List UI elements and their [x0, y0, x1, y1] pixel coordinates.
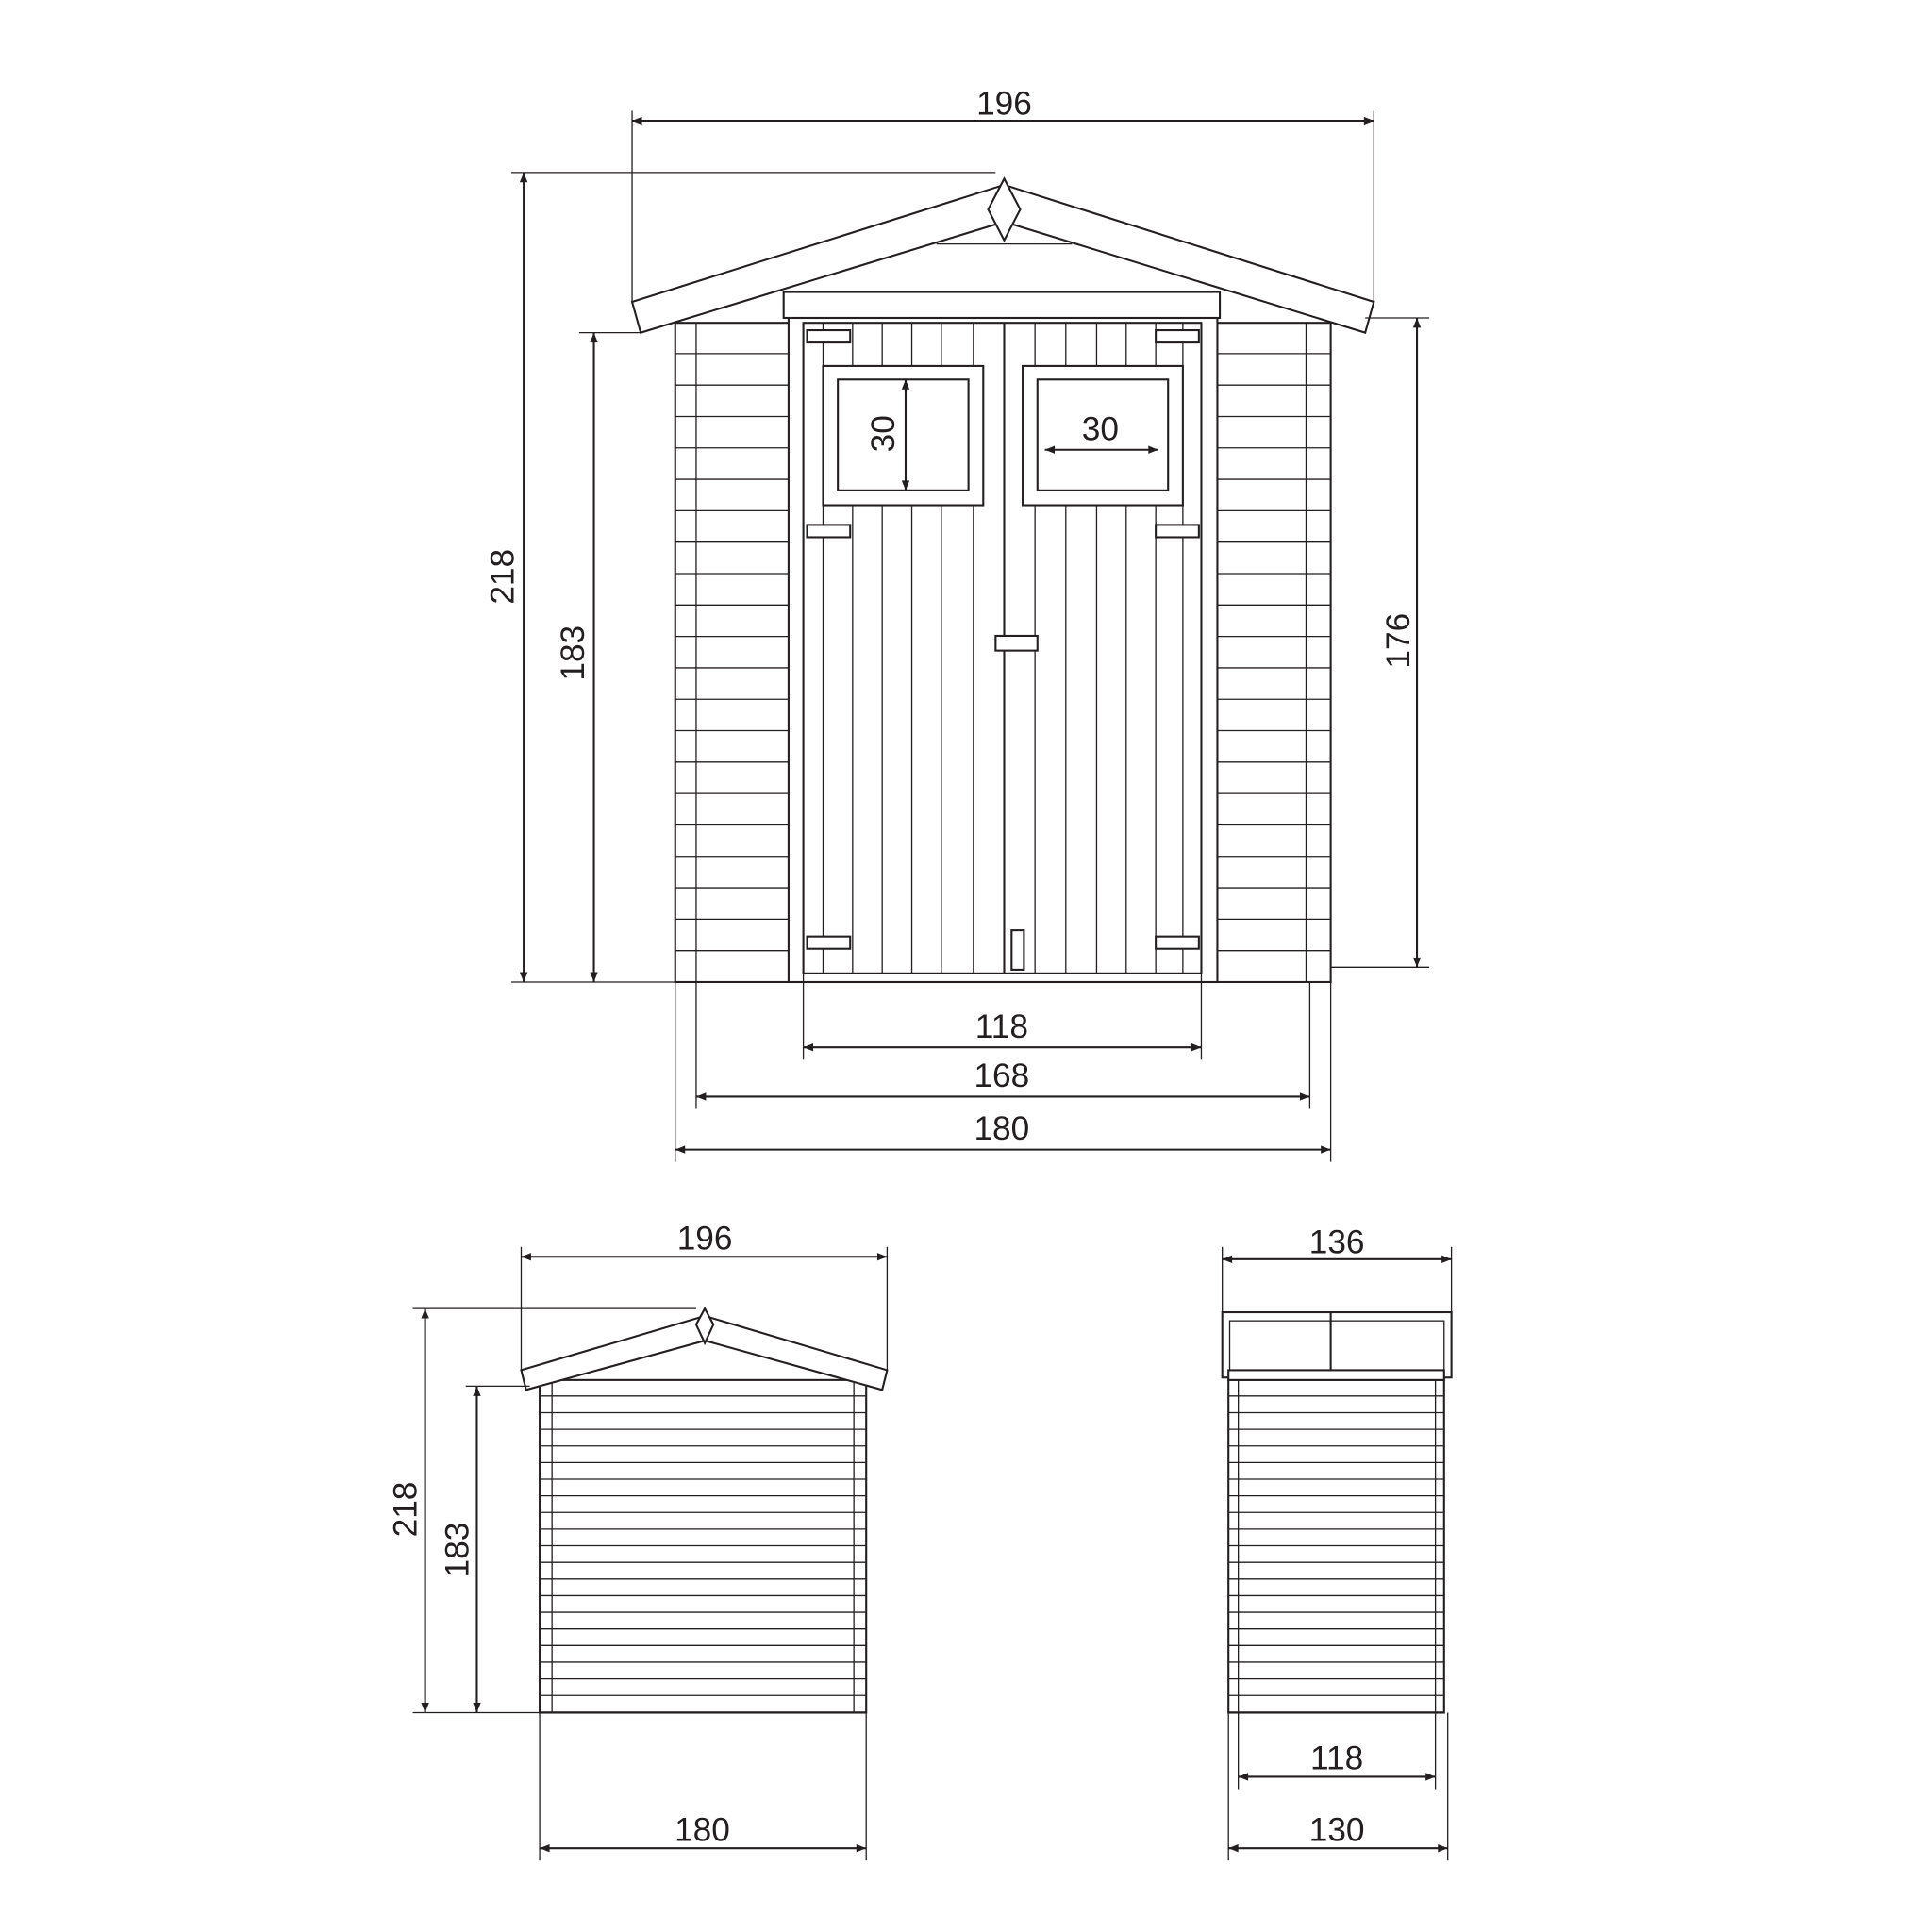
front-wall-planks [675, 353, 1331, 952]
label-front-roof-width: 196 [976, 85, 1032, 122]
label-wall-outer-width: 180 [974, 1110, 1029, 1147]
double-door [802, 322, 1203, 974]
label-back-wall-width: 180 [675, 1811, 730, 1848]
back-view: 196 218 183 180 [387, 1220, 889, 1861]
label-back-wall-height: 183 [439, 1523, 475, 1578]
door-header [782, 291, 1222, 320]
door-bolt [1010, 929, 1025, 971]
right-window-glass [1036, 378, 1170, 491]
label-side-wall-depth: 130 [1309, 1811, 1365, 1848]
label-side-roof-depth: 136 [1309, 1224, 1365, 1260]
front-view: 196 218 183 176 30 30 118 168 180 [485, 85, 1430, 1162]
label-window-width: 30 [1082, 410, 1119, 447]
side-view: 136 118 130 [1221, 1224, 1453, 1861]
front-extension-lines [511, 110, 1430, 1162]
door-latch [994, 634, 1039, 652]
label-back-total-height: 218 [387, 1482, 424, 1538]
side-roof [1221, 1310, 1453, 1379]
back-ridge-ornament [694, 1306, 715, 1346]
label-window-height: 30 [865, 415, 902, 452]
back-wall-planks [540, 1395, 867, 1713]
label-back-roof-width: 196 [677, 1220, 733, 1257]
ridge-ornament [987, 176, 1022, 242]
left-window-glass [837, 378, 970, 491]
label-front-wall-height-right: 176 [1380, 613, 1417, 669]
label-wall-inner-width: 168 [974, 1058, 1029, 1094]
label-front-wall-height-left: 183 [555, 625, 591, 681]
label-front-total-height: 218 [485, 549, 522, 605]
hinges [806, 328, 1200, 950]
label-side-inner-depth: 118 [1310, 1740, 1363, 1777]
side-wall-planks [1228, 1395, 1444, 1713]
label-door-width: 118 [975, 1008, 1028, 1045]
